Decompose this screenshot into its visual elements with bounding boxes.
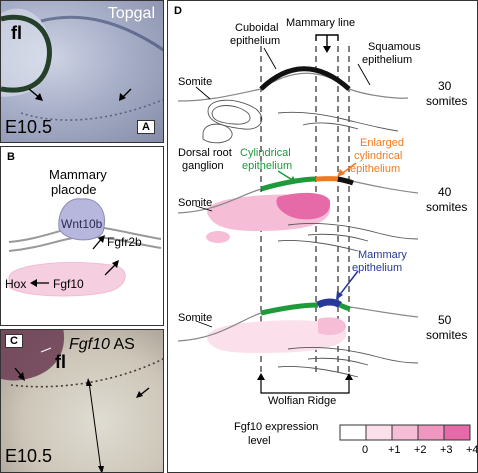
legend-swatch xyxy=(339,424,367,441)
squamous-epithelium-label-line1: Squamous xyxy=(368,41,421,53)
stage-40-unit: somites xyxy=(426,200,468,214)
stage-30-count: 30 xyxy=(438,79,452,93)
panel-c-probe-label: Fgf10 AS xyxy=(69,336,135,354)
panel-b-tag: B xyxy=(7,151,15,163)
panel-b-schematic-drawing xyxy=(8,198,162,297)
panel-d-tag: D xyxy=(174,5,182,17)
arrow-icon xyxy=(92,235,105,250)
panel-b-hox-label: Hox xyxy=(5,277,27,291)
panel-c-tag: C xyxy=(5,334,23,348)
panel-b-wnt-label: Wnt10b xyxy=(61,217,103,231)
arrow-icon xyxy=(30,279,49,287)
mammary-line-label: Mammary line xyxy=(286,17,356,29)
legend-tick-label: +1 xyxy=(388,444,401,456)
panel-b-signaling-schematic: B Mammary placode Wnt10b Fgfr2b Hox Fgf1… xyxy=(0,146,164,326)
panel-b-fgf-label: Fgf10 xyxy=(53,277,84,291)
enlarged-cylindrical-label-line2: cylindrical xyxy=(354,150,403,162)
cylindrical-epithelium-label-line1: Cylindrical xyxy=(240,147,291,159)
arrow-icon xyxy=(104,260,119,276)
panel-b-fgfr-label: Fgfr2b xyxy=(107,235,142,249)
legend-swatch xyxy=(365,424,393,441)
arrow-icon xyxy=(14,367,25,381)
panel-d-developmental-stages-diagram: D Cuboidal epithelium Mammary line Squam… xyxy=(167,0,478,473)
legend-tick-label: +2 xyxy=(414,444,427,456)
legend-title-line1: Fgf10 expression xyxy=(234,421,319,433)
panel-a-embryo-drawing xyxy=(1,8,163,121)
panel-b-title-line2: placode xyxy=(51,182,97,197)
panel-a-limb-label: fl xyxy=(11,23,22,43)
panel-c-stage-label: E10.5 xyxy=(5,446,53,466)
panel-d-diagram-drawing xyxy=(177,34,471,441)
wolfian-ridge-label: Wolfian Ridge xyxy=(268,395,337,407)
stage-50-unit: somites xyxy=(426,328,468,342)
legend-swatch xyxy=(443,424,471,441)
legend-swatch xyxy=(417,424,445,441)
cuboidal-epithelium-label-line1: Cuboidal xyxy=(235,22,279,34)
panel-a-stage-label: E10.5 xyxy=(5,117,53,137)
panel-c-probe-suffix: AS xyxy=(113,336,135,353)
arrow-icon xyxy=(277,170,297,183)
arrow-icon xyxy=(119,88,132,101)
enlarged-cylindrical-label-line1: Enlarged xyxy=(360,137,405,149)
panel-b-title-line1: Mammary xyxy=(49,167,107,182)
arrow-icon xyxy=(136,387,150,398)
arrow-icon xyxy=(336,270,359,300)
somite-label-30: Somite xyxy=(178,76,213,88)
stage-40-count: 40 xyxy=(438,185,452,199)
somite-label-50: Somite xyxy=(178,312,213,324)
dorsal-root-ganglion-label-line1: Dorsal root xyxy=(178,147,232,159)
cuboidal-epithelium-label-line2: epithelium xyxy=(230,35,281,47)
dorsal-root-ganglion-label-line2: ganglion xyxy=(182,160,224,172)
panel-a-tag: A xyxy=(137,120,155,134)
legend-title-line2: level xyxy=(248,435,271,447)
panel-a-topgal-image: Topgal fl E10.5 A xyxy=(0,0,164,143)
mammary-epithelium-label-line1: Mammary xyxy=(358,249,407,261)
somite-label-40: Somite xyxy=(178,197,213,209)
stage-50-count: 50 xyxy=(438,313,452,327)
legend-tick-label: +3 xyxy=(440,444,453,456)
panel-c-probe-name: Fgf10 xyxy=(69,336,110,353)
squamous-epithelium-label-line2: epithelium xyxy=(362,54,413,66)
legend-swatch xyxy=(391,424,419,441)
arrow-icon xyxy=(337,162,357,177)
arrow-icon xyxy=(28,88,43,101)
stage-30-unit: somites xyxy=(426,94,468,108)
cylindrical-epithelium-label-line2: epithelium xyxy=(242,160,293,172)
legend-tick-label: 0 xyxy=(362,444,369,456)
fgf10-expression-legend-bar xyxy=(339,424,471,441)
panel-c-limb-label: fl xyxy=(55,352,66,372)
mammary-epithelium-label-line2: epithelium xyxy=(352,262,403,274)
panel-c-fgf10-image: C Fgf10 AS fl E10.5 xyxy=(0,329,164,473)
enlarged-cylindrical-label-line3: epithelium xyxy=(350,163,401,175)
legend-tick-label: +4 xyxy=(466,444,478,456)
panel-a-stain-label: Topgal xyxy=(107,5,155,22)
